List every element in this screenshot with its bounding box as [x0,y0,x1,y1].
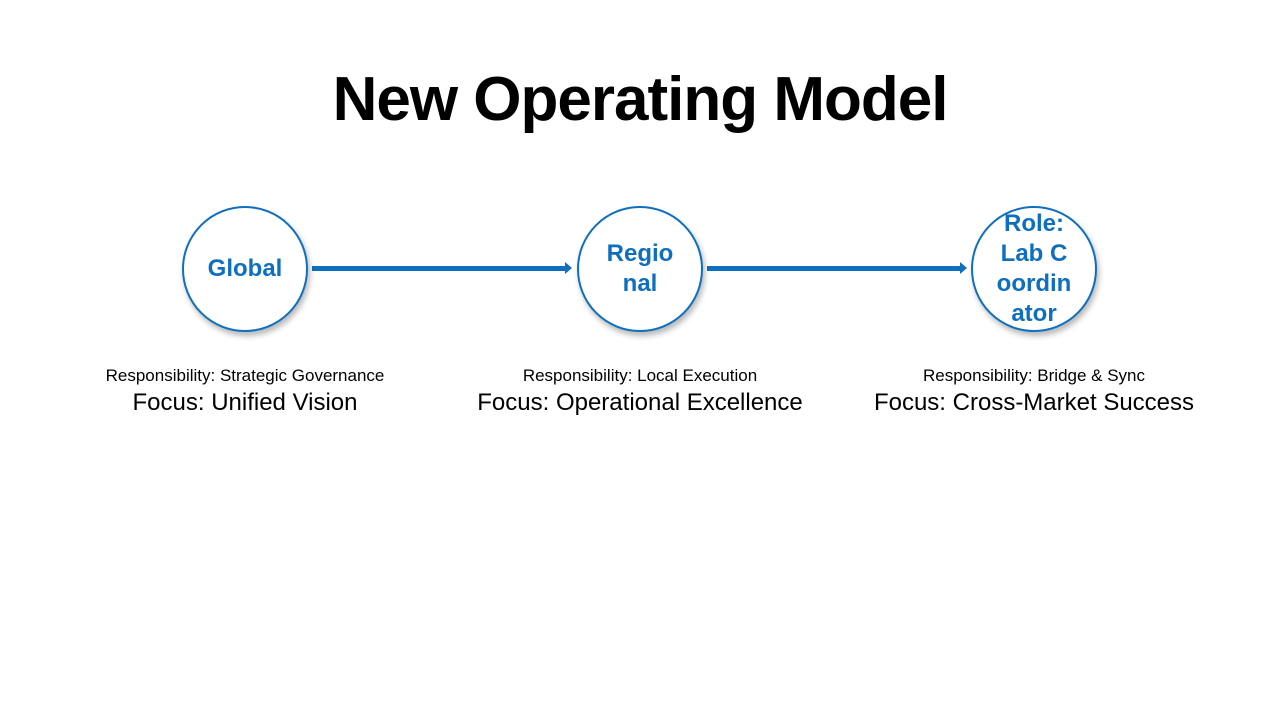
node-global: Global [182,206,308,332]
arrow-global-to-regional [312,262,572,274]
focus-regional: Focus: Operational Excellence [477,389,803,416]
caption-global: Responsibility: Strategic Governance Foc… [45,364,445,418]
node-global-label: Global [207,255,283,282]
caption-regional: Responsibility: Local Execution Focus: O… [440,364,840,418]
responsibility-global: Responsibility: Strategic Governance [105,366,385,385]
responsibility-lab-coordinator: Responsibility: Bridge & Sync [922,366,1146,385]
responsibility-regional: Responsibility: Local Execution [522,366,758,385]
focus-lab-coordinator: Focus: Cross-Market Success [873,389,1195,416]
node-regional-label: Regional [606,240,674,297]
arrow-regional-to-coordinator [707,262,967,274]
node-lab-coordinator: Role: Lab Coordinator [971,206,1097,332]
node-regional: Regional [577,206,703,332]
page-title: New Operating Model [332,65,949,134]
caption-lab-coordinator: Responsibility: Bridge & Sync Focus: Cro… [834,364,1234,418]
focus-global: Focus: Unified Vision [132,389,358,416]
node-lab-coordinator-label: Role: Lab Coordinator [996,210,1072,327]
